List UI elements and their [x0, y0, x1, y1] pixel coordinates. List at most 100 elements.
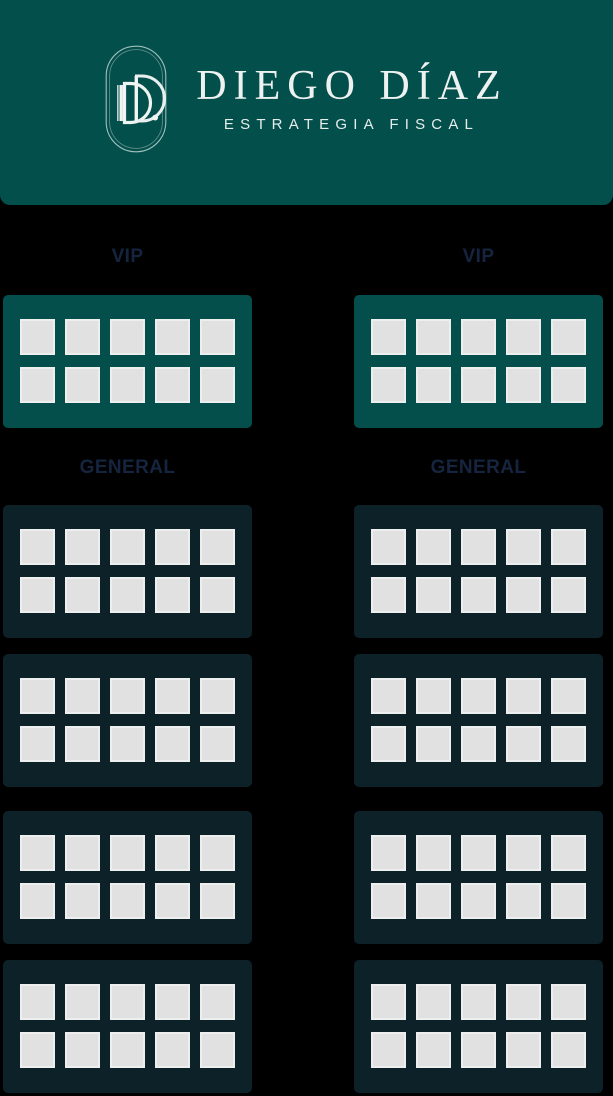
seat[interactable]: [461, 319, 496, 355]
seat[interactable]: [506, 367, 541, 403]
seat[interactable]: [65, 726, 100, 762]
seat[interactable]: [20, 577, 55, 613]
seat[interactable]: [65, 678, 100, 714]
seat[interactable]: [416, 726, 451, 762]
seat[interactable]: [551, 678, 586, 714]
seat[interactable]: [20, 678, 55, 714]
seat[interactable]: [200, 1032, 235, 1068]
table-general-left-3[interactable]: [3, 811, 252, 944]
seat[interactable]: [506, 726, 541, 762]
seat[interactable]: [20, 529, 55, 565]
seat[interactable]: [20, 367, 55, 403]
seat[interactable]: [200, 577, 235, 613]
table-general-right-2[interactable]: [354, 654, 603, 787]
seat[interactable]: [65, 367, 100, 403]
seat[interactable]: [110, 726, 145, 762]
seat[interactable]: [155, 1032, 190, 1068]
table-vip-left-1[interactable]: [3, 295, 252, 428]
seat[interactable]: [461, 984, 496, 1020]
seat[interactable]: [371, 984, 406, 1020]
seat[interactable]: [416, 1032, 451, 1068]
seat[interactable]: [110, 984, 145, 1020]
seat[interactable]: [155, 835, 190, 871]
seat[interactable]: [416, 577, 451, 613]
table-vip-right-1[interactable]: [354, 295, 603, 428]
table-general-right-1[interactable]: [354, 505, 603, 638]
seat[interactable]: [416, 529, 451, 565]
seat[interactable]: [65, 984, 100, 1020]
seat[interactable]: [155, 678, 190, 714]
seat[interactable]: [551, 367, 586, 403]
seat[interactable]: [551, 835, 586, 871]
seat[interactable]: [551, 577, 586, 613]
seat[interactable]: [155, 984, 190, 1020]
seat[interactable]: [506, 678, 541, 714]
seat[interactable]: [200, 726, 235, 762]
table-general-right-4[interactable]: [354, 960, 603, 1093]
seat[interactable]: [65, 883, 100, 919]
seat[interactable]: [551, 1032, 586, 1068]
seat[interactable]: [200, 678, 235, 714]
seat[interactable]: [416, 835, 451, 871]
seat[interactable]: [461, 835, 496, 871]
seat[interactable]: [371, 883, 406, 919]
seat[interactable]: [461, 1032, 496, 1068]
seat[interactable]: [65, 1032, 100, 1068]
seat[interactable]: [110, 678, 145, 714]
seat[interactable]: [110, 319, 145, 355]
seat[interactable]: [416, 678, 451, 714]
seat[interactable]: [416, 319, 451, 355]
seat[interactable]: [461, 367, 496, 403]
seat[interactable]: [371, 577, 406, 613]
table-general-left-2[interactable]: [3, 654, 252, 787]
table-general-left-4[interactable]: [3, 960, 252, 1093]
seat[interactable]: [461, 577, 496, 613]
seat[interactable]: [20, 883, 55, 919]
seat[interactable]: [461, 883, 496, 919]
seat[interactable]: [20, 726, 55, 762]
seat[interactable]: [155, 367, 190, 403]
seat[interactable]: [371, 529, 406, 565]
seat[interactable]: [506, 883, 541, 919]
seat[interactable]: [416, 984, 451, 1020]
seat[interactable]: [461, 678, 496, 714]
table-general-right-3[interactable]: [354, 811, 603, 944]
seat[interactable]: [461, 529, 496, 565]
seat[interactable]: [110, 577, 145, 613]
seat[interactable]: [155, 529, 190, 565]
seat[interactable]: [65, 577, 100, 613]
seat[interactable]: [200, 883, 235, 919]
seat[interactable]: [110, 1032, 145, 1068]
seat[interactable]: [20, 319, 55, 355]
seat[interactable]: [551, 984, 586, 1020]
seat[interactable]: [155, 726, 190, 762]
seat[interactable]: [506, 835, 541, 871]
seat[interactable]: [110, 367, 145, 403]
seat[interactable]: [200, 367, 235, 403]
seat[interactable]: [371, 1032, 406, 1068]
seat[interactable]: [371, 367, 406, 403]
seat[interactable]: [551, 883, 586, 919]
seat[interactable]: [65, 319, 100, 355]
seat[interactable]: [506, 984, 541, 1020]
seat[interactable]: [506, 577, 541, 613]
seat[interactable]: [65, 529, 100, 565]
seat[interactable]: [110, 835, 145, 871]
seat[interactable]: [200, 835, 235, 871]
seat[interactable]: [416, 367, 451, 403]
seat[interactable]: [155, 577, 190, 613]
seat[interactable]: [506, 1032, 541, 1068]
seat[interactable]: [65, 835, 100, 871]
seat[interactable]: [20, 1032, 55, 1068]
seat[interactable]: [371, 726, 406, 762]
seat[interactable]: [551, 529, 586, 565]
seat[interactable]: [110, 883, 145, 919]
seat[interactable]: [461, 726, 496, 762]
seat[interactable]: [371, 319, 406, 355]
seat[interactable]: [551, 726, 586, 762]
seat[interactable]: [371, 678, 406, 714]
seat[interactable]: [416, 883, 451, 919]
seat[interactable]: [155, 319, 190, 355]
seat[interactable]: [200, 529, 235, 565]
seat[interactable]: [200, 319, 235, 355]
